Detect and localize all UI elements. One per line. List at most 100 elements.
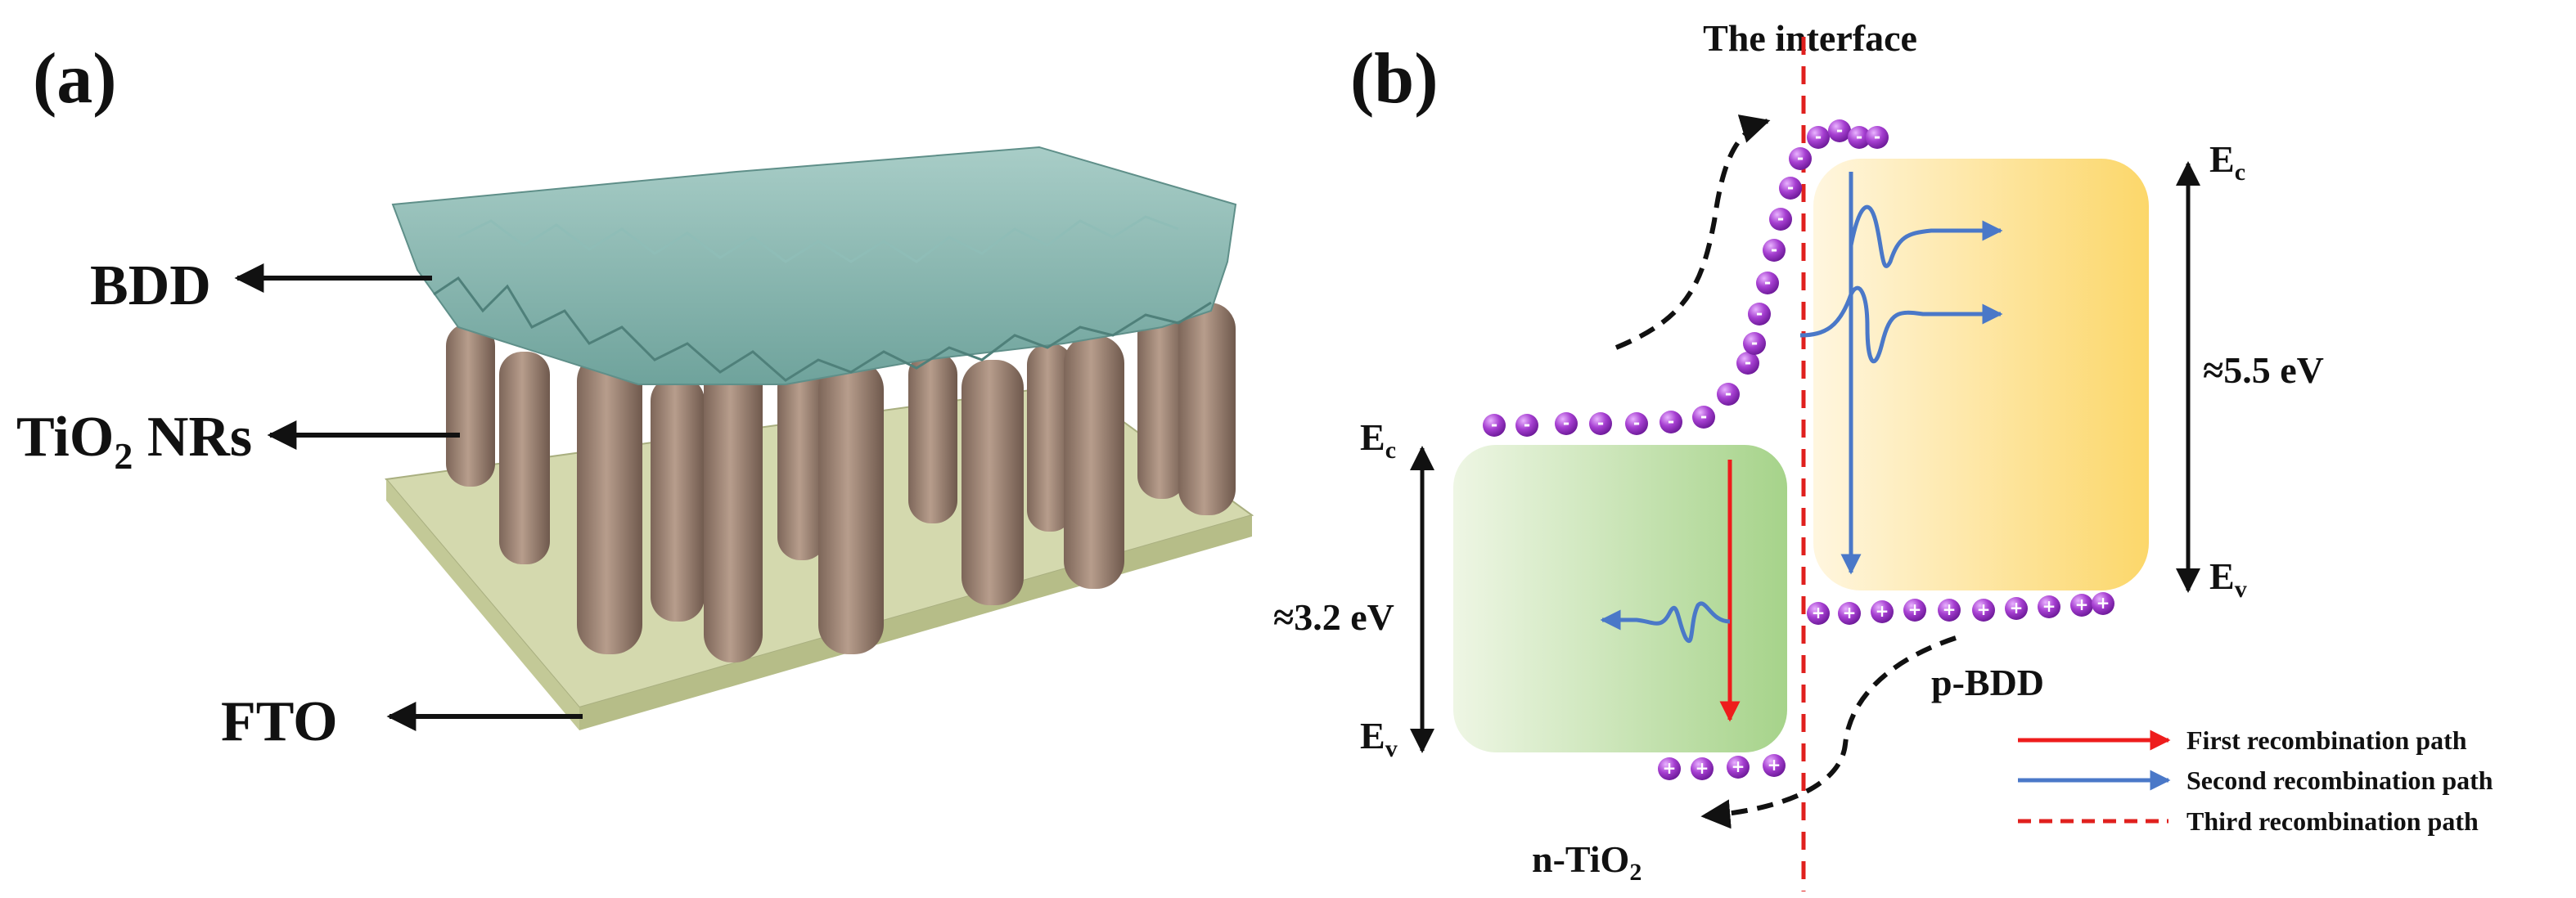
electron-19: - (1848, 126, 1871, 149)
electron-14: - (1769, 208, 1792, 231)
hole-12: + (1691, 757, 1714, 780)
emission-wave-3 (1600, 601, 1731, 643)
electron-5: - (1625, 412, 1648, 435)
electron-group: -------------------- (1483, 119, 1889, 437)
p-ev-label: Ev (2209, 555, 2247, 603)
electron-13: - (1763, 239, 1786, 262)
legend: First recombination path Second recombin… (2018, 725, 2493, 836)
hole-5: + (1938, 599, 1961, 622)
svg-text:+: + (2042, 596, 2056, 616)
svg-text:+: + (2010, 598, 2024, 617)
svg-text:-: - (1597, 413, 1604, 433)
electron-3: - (1555, 412, 1578, 435)
electron-2: - (1515, 414, 1538, 437)
electron-8: - (1717, 383, 1740, 406)
svg-text:-: - (1815, 127, 1822, 146)
svg-text:-: - (1777, 209, 1784, 228)
interface-label: The interface (1703, 17, 1917, 59)
electron-17: - (1807, 126, 1830, 149)
hole-13: + (1727, 756, 1750, 779)
svg-text:+: + (1696, 758, 1709, 778)
hole-7: + (2005, 597, 2028, 620)
n-gap-label: ≈3.2 eV (1273, 596, 1394, 638)
svg-text:-: - (1633, 413, 1640, 433)
p-bdd-label: p-BDD (1931, 662, 2044, 703)
electron-16: - (1789, 147, 1812, 170)
electron-12: - (1756, 272, 1779, 294)
panel-a-label: (a) (33, 39, 117, 119)
svg-text:-: - (1856, 127, 1862, 146)
electron-drift-arrow (1615, 114, 1771, 350)
panel-a: (a) (16, 39, 1254, 753)
panel-b-label: (b) (1350, 39, 1439, 119)
electron-18: - (1828, 119, 1851, 142)
svg-text:-: - (1524, 415, 1530, 434)
svg-text:+: + (1943, 599, 1957, 619)
electron-1: - (1483, 414, 1506, 437)
hole-8: + (2038, 595, 2060, 618)
n-tio2-box (1453, 445, 1787, 752)
bdd-film (391, 146, 1237, 385)
hole-3: + (1871, 600, 1894, 623)
hole-10: + (2092, 592, 2114, 615)
electron-7: - (1692, 406, 1715, 429)
svg-text:-: - (1745, 352, 1751, 372)
svg-text:+: + (1812, 603, 1826, 622)
n-ev-label: Ev (1360, 715, 1398, 762)
electron-9: - (1736, 352, 1759, 375)
svg-text:+: + (2075, 595, 2089, 614)
hole-drift-arrow (1700, 635, 1957, 829)
svg-text:+: + (1768, 755, 1781, 775)
n-tio2-label: n-TiO2 (1532, 838, 1642, 886)
svg-text:+: + (1908, 599, 1922, 619)
electron-20: - (1866, 126, 1889, 149)
hole-group: + + + + + + + + + + + + + + (1658, 592, 2114, 780)
electron-15: - (1779, 177, 1802, 200)
svg-text:-: - (1787, 177, 1794, 197)
svg-text:-: - (1874, 127, 1880, 146)
legend-third-label: Third recombination path (2186, 806, 2479, 836)
hole-11: + (1658, 757, 1681, 780)
svg-text:-: - (1764, 272, 1771, 292)
svg-text:+: + (1663, 758, 1677, 778)
svg-text:-: - (1771, 240, 1777, 259)
svg-text:-: - (1751, 333, 1758, 352)
svg-text:-: - (1668, 411, 1674, 431)
hole-6: + (1972, 599, 1995, 622)
electron-10: - (1743, 332, 1766, 355)
svg-text:+: + (1977, 599, 1991, 619)
svg-text:-: - (1700, 406, 1707, 426)
emission-wave-2 (1799, 285, 2003, 364)
electron-6: - (1660, 411, 1682, 433)
electron-4: - (1589, 412, 1612, 435)
tio2-label: TiO2 NRs (16, 406, 252, 477)
svg-text:-: - (1563, 413, 1569, 433)
emission-wave-1 (1849, 204, 2003, 268)
electron-11: - (1748, 303, 1771, 326)
p-bdd-box (1813, 159, 2149, 590)
p-ec-label: Ec (2209, 138, 2245, 186)
svg-text:+: + (1843, 603, 1857, 622)
legend-second-label: Second recombination path (2186, 766, 2493, 795)
tio2-nanorods (446, 303, 1236, 662)
svg-text:-: - (1725, 384, 1732, 403)
svg-text:+: + (1876, 601, 1889, 621)
fto-label: FTO (221, 690, 338, 753)
panel-b: (b) The interface -------------------- +… (1273, 17, 2493, 891)
hole-2: + (1838, 602, 1861, 625)
hole-1: + (1807, 602, 1830, 625)
svg-text:-: - (1797, 148, 1804, 168)
hole-14: + (1763, 754, 1786, 777)
legend-first-label: First recombination path (2186, 725, 2467, 755)
svg-text:-: - (1491, 415, 1497, 434)
bdd-label: BDD (90, 254, 211, 317)
svg-text:+: + (2096, 593, 2110, 613)
svg-text:+: + (1732, 757, 1745, 776)
n-ec-label: Ec (1360, 416, 1396, 464)
svg-text:-: - (1756, 303, 1763, 323)
hole-4: + (1903, 599, 1926, 622)
p-gap-label: ≈5.5 eV (2203, 349, 2324, 391)
svg-text:-: - (1836, 120, 1843, 140)
hole-9: + (2070, 594, 2093, 617)
